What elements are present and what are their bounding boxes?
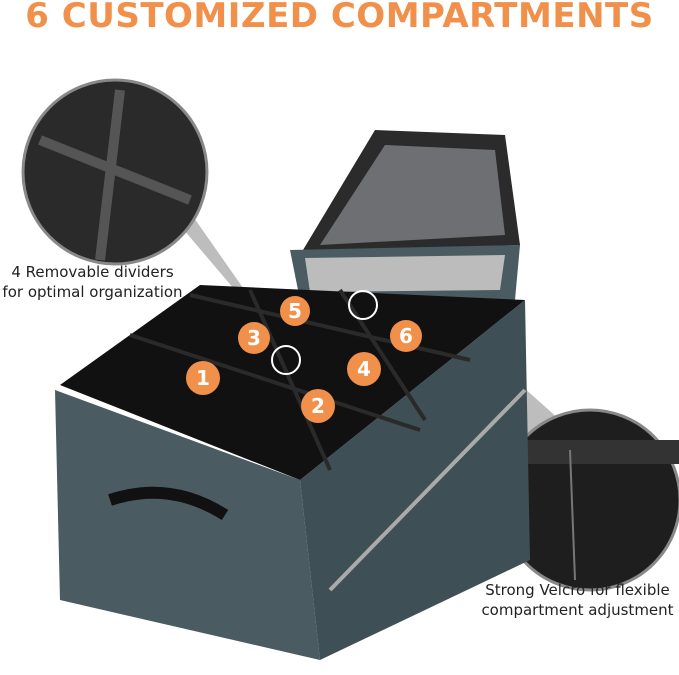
svg-text:5: 5	[288, 299, 302, 323]
compartment-5-badge: 5	[280, 296, 310, 326]
svg-text:6: 6	[399, 324, 413, 348]
compartment-1-badge: 1	[186, 361, 220, 395]
velcro-caption: Strong Velcro for flexible compartment a…	[481, 581, 674, 619]
compartment-6-badge: 6	[390, 320, 422, 352]
side-panel	[300, 300, 530, 660]
svg-text:3: 3	[247, 326, 261, 350]
svg-text:2: 2	[311, 394, 325, 418]
svg-text:4: 4	[357, 357, 371, 381]
compartment-3-badge: 3	[238, 322, 270, 354]
handle	[108, 486, 229, 521]
compartment-2-badge: 2	[301, 389, 335, 423]
front-panel	[55, 390, 320, 660]
headline: 6 CUSTOMIZED COMPARTMENTS	[25, 0, 654, 36]
dividers-caption: 4 Removable dividers for optimal organiz…	[2, 263, 183, 301]
compartment-4-badge: 4	[347, 352, 381, 386]
svg-text:1: 1	[196, 366, 210, 390]
